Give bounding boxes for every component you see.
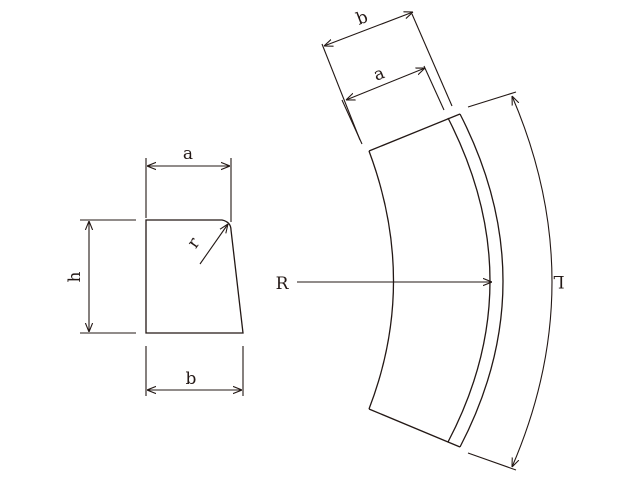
dimension-b-arc: b [324, 7, 413, 46]
arc-view: b a R L [276, 7, 565, 471]
label-a-arc: a [371, 63, 388, 85]
label-R: R [276, 274, 290, 294]
label-a-top: a [183, 144, 193, 164]
dimension-a-arc: a [346, 63, 425, 100]
dimension-h: h [65, 219, 136, 334]
dimension-r: r [183, 224, 228, 265]
label-b-arc: b [354, 7, 371, 30]
dimension-b-bottom: b [145, 346, 244, 396]
arc-end-bottom [368, 408, 461, 448]
dimension-a-top: a [145, 144, 232, 222]
cross-section-view: a h r b [65, 144, 244, 396]
cross-section-profile [145, 219, 244, 334]
arc-inner-edge [368, 150, 395, 410]
label-h: h [65, 271, 85, 282]
arc-outer-edge [459, 113, 504, 448]
dimension-L: L [467, 91, 565, 471]
label-L: L [553, 271, 564, 291]
label-b-bottom: b [186, 369, 197, 389]
dimension-R: R [276, 274, 492, 294]
label-r: r [183, 233, 205, 252]
arc-end-top [368, 113, 461, 152]
